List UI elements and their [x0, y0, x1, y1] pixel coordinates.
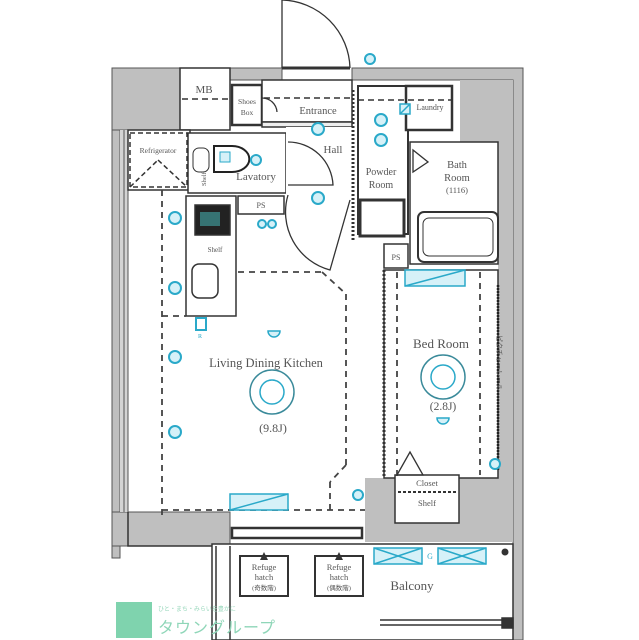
drain-icon	[501, 548, 509, 556]
interior-walls	[127, 67, 514, 640]
label-bath-room-1: Bath	[447, 160, 468, 171]
label-bath-size: (1116)	[446, 185, 468, 195]
label-picture-rail: ピクチャーレール	[495, 335, 503, 391]
label-shelf-small: Shelf	[201, 171, 208, 186]
label-powder-room-1: Powder	[366, 167, 397, 178]
tree-logo-icon	[116, 602, 152, 638]
label-shoes-box-2: Box	[241, 108, 254, 117]
label-ldk-size: (9.8J)	[259, 421, 287, 435]
label-bed-size: (2.8J)	[430, 401, 457, 413]
label-entrance: Entrance	[299, 106, 337, 117]
label-refuge-1-b: hatch	[255, 572, 274, 582]
label-lavatory: Lavatory	[236, 171, 276, 183]
label-bed-room: Bed Room	[413, 336, 469, 351]
refuge-arrows	[260, 552, 343, 560]
label-refuge-1-c: (奇数階)	[252, 583, 276, 592]
label-kitchen-shelf: Shelf	[208, 246, 223, 254]
label-closet-shelf: Shelf	[418, 498, 436, 508]
logo-name: タウングループ	[158, 618, 277, 637]
label-laundry: Laundry	[416, 103, 443, 112]
label-refuge-2-b: hatch	[330, 572, 349, 582]
label-refrigerator: Refrigerator	[140, 146, 177, 155]
toilet-icon	[192, 145, 251, 173]
label-refuge-2-c: (偶数階)	[327, 583, 351, 592]
label-balcony: Balcony	[390, 578, 434, 593]
label-ps-1: PS	[257, 201, 266, 210]
label-refuge-2-a: Refuge	[327, 562, 352, 572]
label-refuge-1-a: Refuge	[252, 562, 277, 572]
electrical-fixtures	[168, 53, 501, 501]
room-labels: MB Shoes Box Entrance Hall Laundry Refri…	[140, 84, 503, 593]
label-hall: Hall	[324, 144, 343, 156]
label-ps-2: PS	[392, 253, 401, 262]
label-mb: MB	[195, 84, 212, 96]
label-powder-room-2: Room	[369, 180, 394, 191]
label-closet: Closet	[416, 478, 438, 488]
ceiling-lights	[229, 103, 487, 565]
label-bath-room-2: Room	[444, 173, 470, 184]
label-gas-meter: G	[427, 552, 433, 561]
label-fridge-outlet: R	[198, 334, 202, 340]
doors	[261, 0, 430, 476]
company-logo: ひと・まち・みらいを豊かに タウングループ	[116, 600, 286, 640]
label-ldk: Living Dining Kitchen	[209, 356, 324, 370]
sink-icon	[191, 263, 219, 299]
stove-icon	[200, 212, 220, 226]
label-shoes-box-1: Shoes	[238, 97, 256, 106]
logo-tagline: ひと・まち・みらいを豊かに	[158, 606, 236, 613]
